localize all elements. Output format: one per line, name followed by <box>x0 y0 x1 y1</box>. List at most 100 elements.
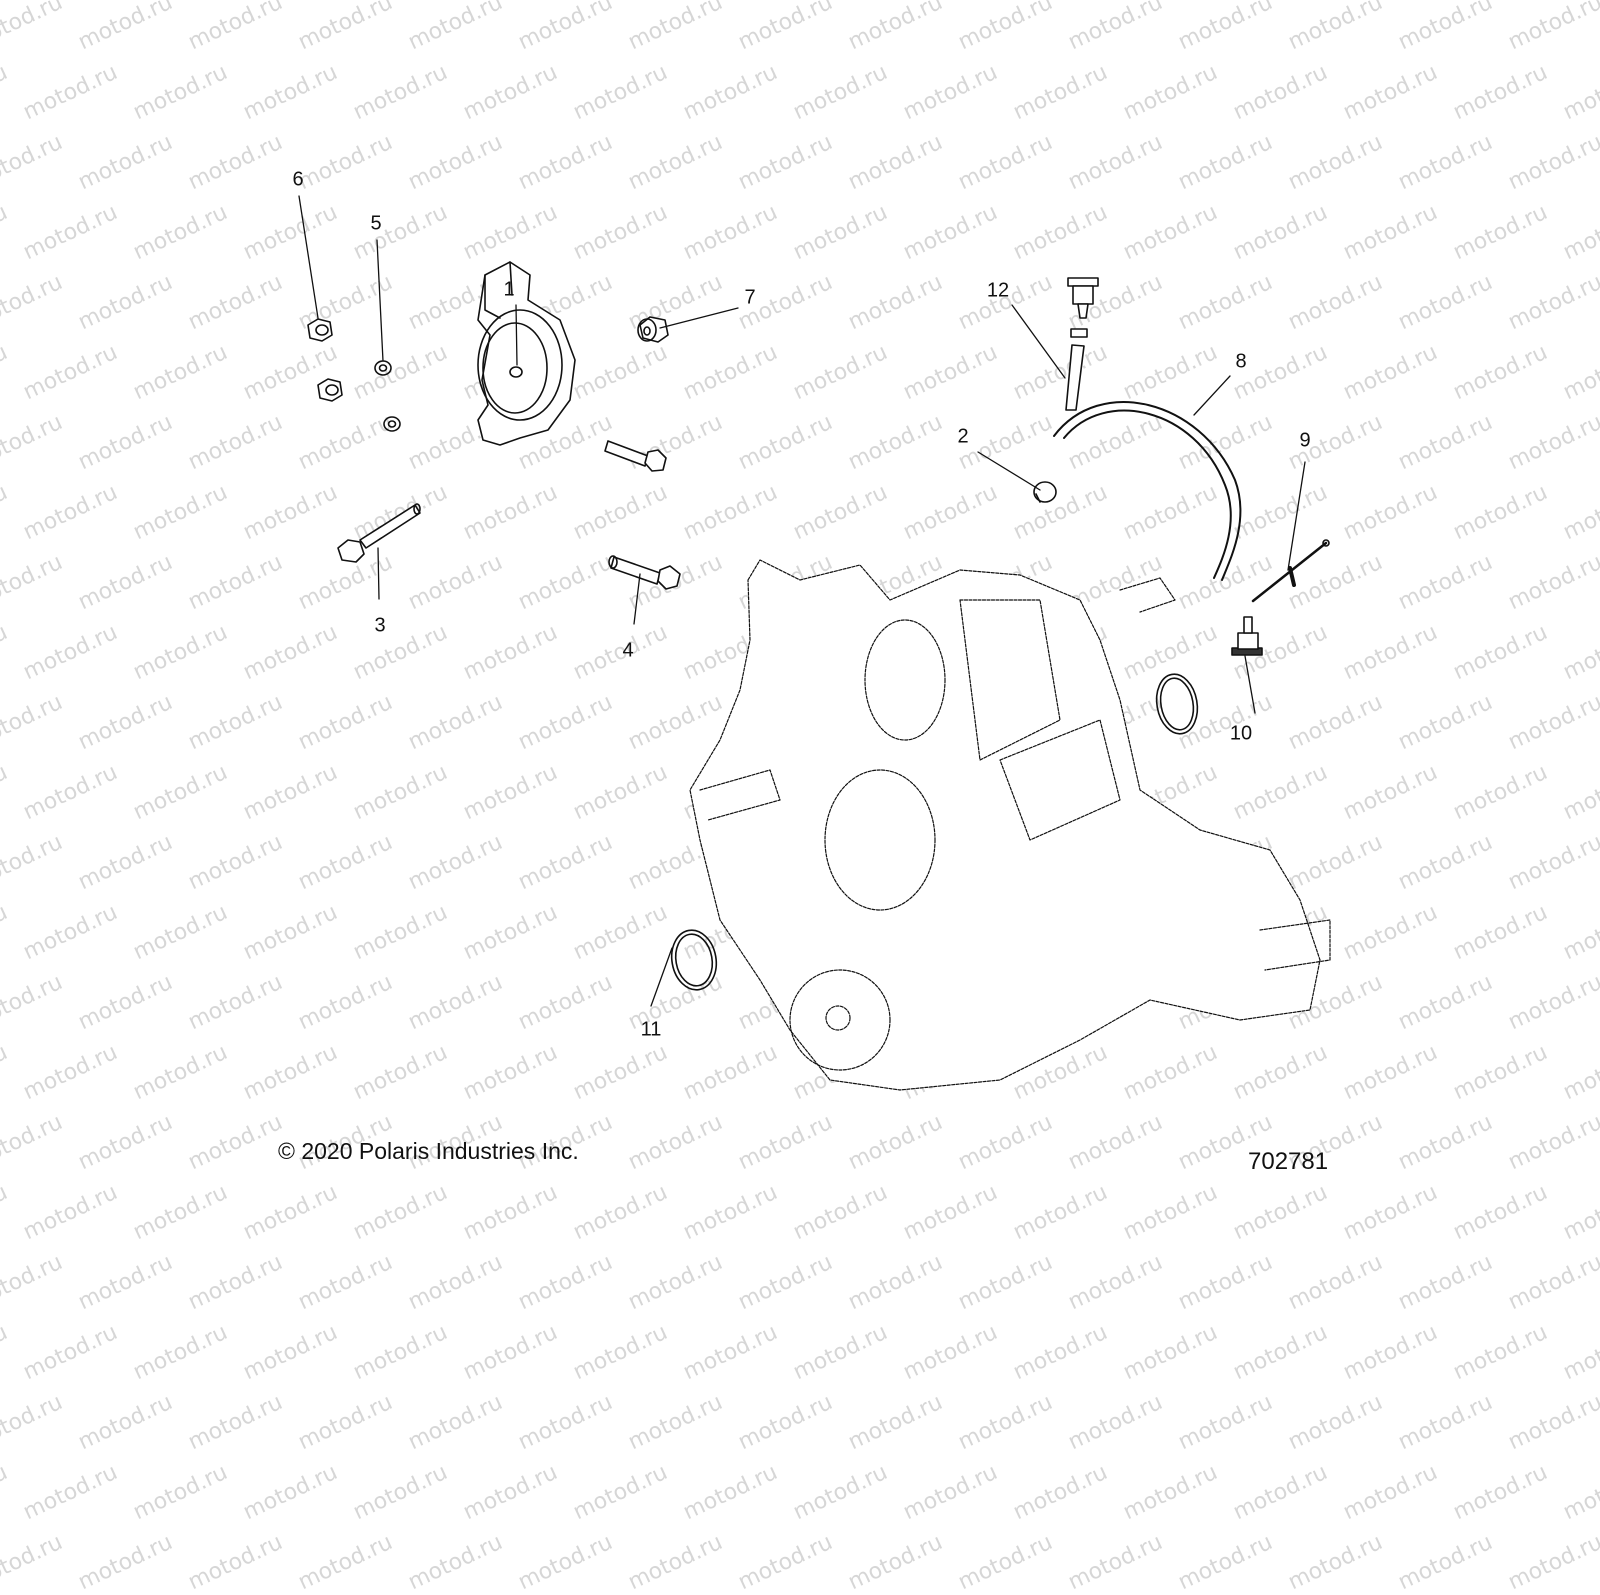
callout-1: 1 <box>503 278 515 301</box>
hex-bolt-icon <box>604 440 667 472</box>
watermark-text: motod.ru <box>459 1319 562 1386</box>
watermark-text: motod.ru <box>19 1459 122 1526</box>
watermark-text: motod.ru <box>954 1529 1057 1595</box>
clip-pin-icon <box>1251 539 1330 603</box>
watermark-text: motod.ru <box>1284 1389 1387 1456</box>
watermark-text: motod.ru <box>294 1529 397 1595</box>
watermark-text: motod.ru <box>1449 1459 1552 1526</box>
watermark-text: motod.ru <box>1339 1319 1442 1386</box>
watermark-text: motod.ru <box>74 1529 177 1595</box>
callout-11: 11 <box>640 1018 662 1041</box>
flange-bolt-icon <box>337 503 421 563</box>
watermark-text: motod.ru <box>624 1389 727 1456</box>
watermark-text: motod.ru <box>1064 1529 1167 1595</box>
watermark-text: motod.ru <box>789 1319 892 1386</box>
watermark-text: motod.ru <box>459 1459 562 1526</box>
watermark-text: motod.ru <box>1449 1319 1552 1386</box>
watermark-text: motod.ru <box>404 1249 507 1316</box>
watermark-text: motod.ru <box>1284 1249 1387 1316</box>
callout-6: 6 <box>292 168 304 191</box>
watermark-text: motod.ru <box>954 1389 1057 1456</box>
watermark-text: motod.ru <box>1009 1459 1112 1526</box>
vent-fitting-icon <box>1065 277 1099 411</box>
o-ring-icon <box>670 929 718 991</box>
callout-12: 12 <box>986 279 1010 302</box>
watermark-text: motod.ru <box>899 1319 1002 1386</box>
watermark-text: motod.ru <box>1064 1249 1167 1316</box>
drawing-number: 702781 <box>1248 1148 1329 1175</box>
watermark-text: motod.ru <box>679 1459 782 1526</box>
watermark-text: motod.ru <box>184 1389 287 1456</box>
watermark-text: motod.ru <box>844 1529 947 1595</box>
watermark-text: motod.ru <box>679 1319 782 1386</box>
watermark-text: motod.ru <box>624 1529 727 1595</box>
watermark-text: motod.ru <box>74 1249 177 1316</box>
watermark-text: motod.ru <box>1119 1459 1222 1526</box>
callout-7: 7 <box>744 286 756 309</box>
watermark-text: motod.ru <box>624 1249 727 1316</box>
washer-icon <box>374 360 401 432</box>
watermark-text: motod.ru <box>129 1459 232 1526</box>
watermark-text: motod.ru <box>514 1249 617 1316</box>
watermark-text: motod.ru <box>349 1319 452 1386</box>
watermark-text: motod.ru <box>734 1529 837 1595</box>
watermark-text: motod.ru <box>1284 1529 1387 1595</box>
watermark-text: motod.ru <box>734 1389 837 1456</box>
callout-3: 3 <box>374 614 386 637</box>
watermark-text: motod.ru <box>1559 1459 1600 1526</box>
watermark-text: motod.ru <box>1229 1459 1332 1526</box>
watermark-text: motod.ru <box>349 1459 452 1526</box>
vent-fitting-icon <box>1231 616 1263 656</box>
shift-sensor-icon <box>477 261 576 446</box>
watermark-text: motod.ru <box>184 1249 287 1316</box>
hose-clamp-icon <box>1033 481 1057 503</box>
watermark-text: motod.ru <box>0 1249 67 1316</box>
watermark-text: motod.ru <box>19 1319 122 1386</box>
watermark-text: motod.ru <box>514 1389 617 1456</box>
watermark-text: motod.ru <box>1394 1389 1497 1456</box>
watermark-text: motod.ru <box>1064 1389 1167 1456</box>
watermark-text: motod.ru <box>294 1249 397 1316</box>
watermark-text: motod.ru <box>1174 1529 1277 1595</box>
watermark-text: motod.ru <box>1394 1249 1497 1316</box>
gearcase-assembly-icon <box>689 559 1331 1091</box>
watermark-text: motod.ru <box>1504 1389 1600 1456</box>
watermark-text: motod.ru <box>0 1459 12 1526</box>
watermark-text: motod.ru <box>569 1459 672 1526</box>
watermark-text: motod.ru <box>0 1389 67 1456</box>
watermark-text: motod.ru <box>129 1319 232 1386</box>
watermark-text: motod.ru <box>294 1389 397 1456</box>
watermark-text: motod.ru <box>1559 1319 1600 1386</box>
watermark-text: motod.ru <box>239 1459 342 1526</box>
watermark-text: motod.ru <box>1229 1319 1332 1386</box>
watermark-text: motod.ru <box>404 1389 507 1456</box>
watermark-text: motod.ru <box>514 1529 617 1595</box>
watermark-text: motod.ru <box>954 1249 1057 1316</box>
vent-hose-icon <box>1053 401 1242 581</box>
callout-5: 5 <box>370 212 382 235</box>
hex-bolt-icon <box>608 555 681 590</box>
callout-8: 8 <box>1235 350 1247 373</box>
watermark-text: motod.ru <box>1174 1389 1277 1456</box>
flange-nut-icon <box>307 318 343 402</box>
watermark-text: motod.ru <box>789 1459 892 1526</box>
watermark-text: motod.ru <box>844 1249 947 1316</box>
watermark-text: motod.ru <box>1504 1249 1600 1316</box>
watermark-text: motod.ru <box>734 1249 837 1316</box>
watermark-text: motod.ru <box>1009 1319 1112 1386</box>
watermark-text: motod.ru <box>1119 1319 1222 1386</box>
watermark-text: motod.ru <box>184 1529 287 1595</box>
watermark-text: motod.ru <box>569 1319 672 1386</box>
o-ring-icon <box>1155 673 1199 735</box>
watermark-text: motod.ru <box>0 1319 12 1386</box>
watermark-text: motod.ru <box>1174 1249 1277 1316</box>
exploded-parts-drawing <box>298 195 1331 1091</box>
watermark-text: motod.ru <box>844 1389 947 1456</box>
watermark-text: motod.ru <box>899 1459 1002 1526</box>
watermark-text: motod.ru <box>0 1529 67 1595</box>
watermark-text: motod.ru <box>1504 1529 1600 1595</box>
callout-10: 10 <box>1229 722 1253 745</box>
callout-9: 9 <box>1299 429 1311 452</box>
callout-4: 4 <box>622 639 634 662</box>
